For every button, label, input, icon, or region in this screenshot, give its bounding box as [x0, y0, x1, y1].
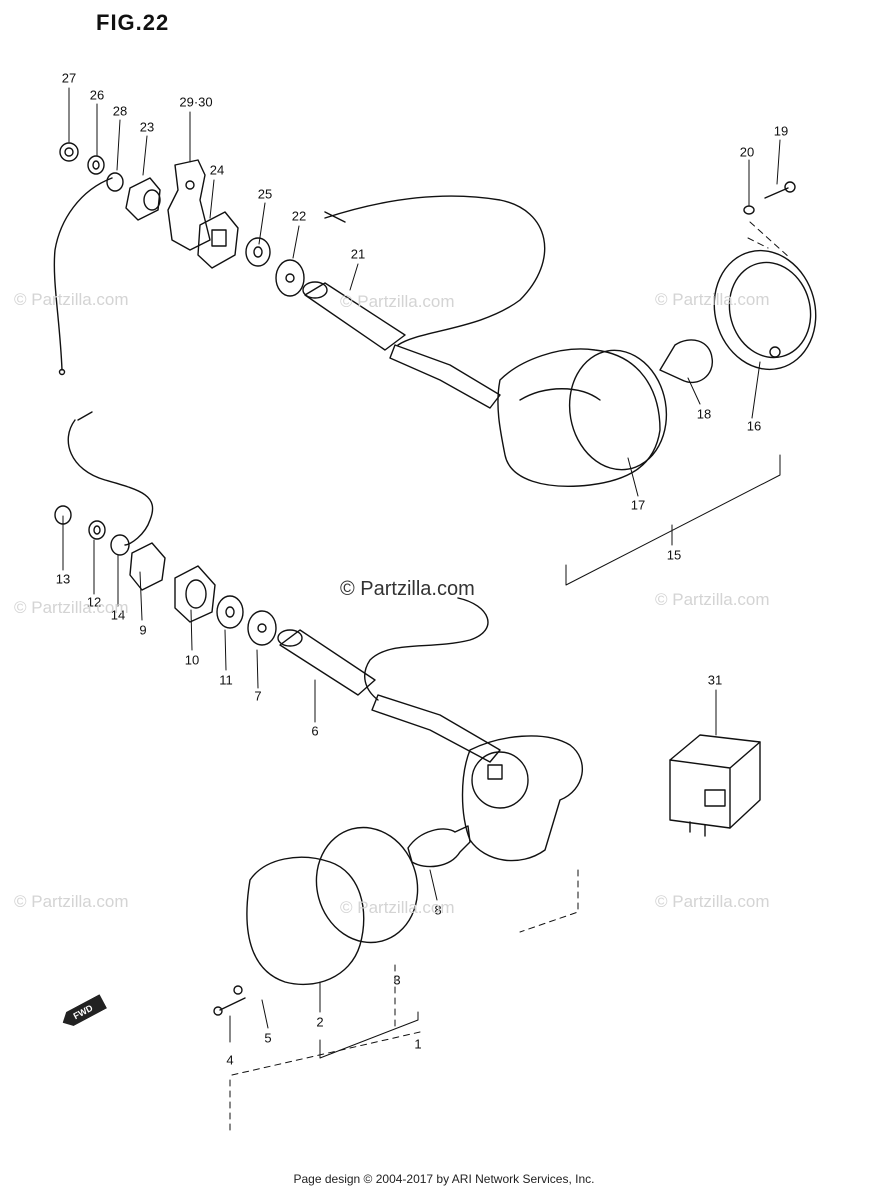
callout-13: 13: [55, 571, 71, 587]
watermark-center: © Partzilla.com: [340, 578, 475, 600]
guide-lower: [229, 869, 579, 1131]
watermark: © Partzilla.com: [655, 892, 770, 911]
guide-upper: [747, 221, 791, 259]
watermark: © Partzilla.com: [655, 290, 770, 309]
footer-copyright: Page design © 2004-2017 by ARI Network S…: [293, 1172, 595, 1186]
watermark: © Partzilla.com: [340, 292, 455, 311]
callout-20: 20: [739, 144, 755, 160]
callout-14: 14: [110, 607, 126, 623]
watermark: © Partzilla.com: [14, 598, 129, 617]
callout-21: 21: [350, 246, 366, 262]
callout-5: 5: [264, 1030, 272, 1046]
callout-6: 6: [311, 723, 319, 739]
watermark: © Partzilla.com: [340, 898, 455, 917]
callout-12: 12: [86, 594, 102, 610]
lower-turn-signal-assembly: [54, 411, 584, 1016]
callout-3: 3: [393, 972, 401, 988]
watermark: © Partzilla.com: [655, 590, 770, 609]
callout-1: 1: [414, 1036, 422, 1052]
callout-31: 31: [707, 672, 723, 688]
callout-23: 23: [139, 119, 155, 135]
callout-2: 2: [316, 1014, 324, 1030]
callout-24: 24: [209, 162, 225, 178]
callout-29-30: 29·30: [179, 94, 213, 110]
callout-18: 18: [696, 406, 712, 422]
bracket-15: [565, 454, 781, 586]
callout-4: 4: [226, 1052, 234, 1068]
relay-unit: [669, 734, 761, 837]
callout-10: 10: [184, 652, 200, 668]
callout-26: 26: [89, 87, 105, 103]
callout-27: 27: [61, 70, 77, 86]
bracket-1: [319, 1011, 419, 1059]
watermark: © Partzilla.com: [14, 290, 129, 309]
callout-8: 8: [434, 902, 442, 918]
callout-7: 7: [254, 688, 262, 704]
callout-28: 28: [112, 103, 128, 119]
callout-11: 11: [219, 672, 233, 688]
callout-17: 17: [630, 497, 646, 513]
callout-15: 15: [666, 547, 682, 563]
watermark: © Partzilla.com: [14, 892, 129, 911]
callout-16: 16: [746, 418, 762, 434]
callout-9: 9: [139, 622, 147, 638]
callout-19: 19: [773, 123, 789, 139]
upper-turn-signal-assembly: [53, 142, 817, 487]
leader-lines: [62, 87, 781, 1043]
callout-25: 25: [257, 186, 273, 202]
callout-22: 22: [291, 208, 307, 224]
figure-title: FIG.22: [96, 10, 170, 35]
